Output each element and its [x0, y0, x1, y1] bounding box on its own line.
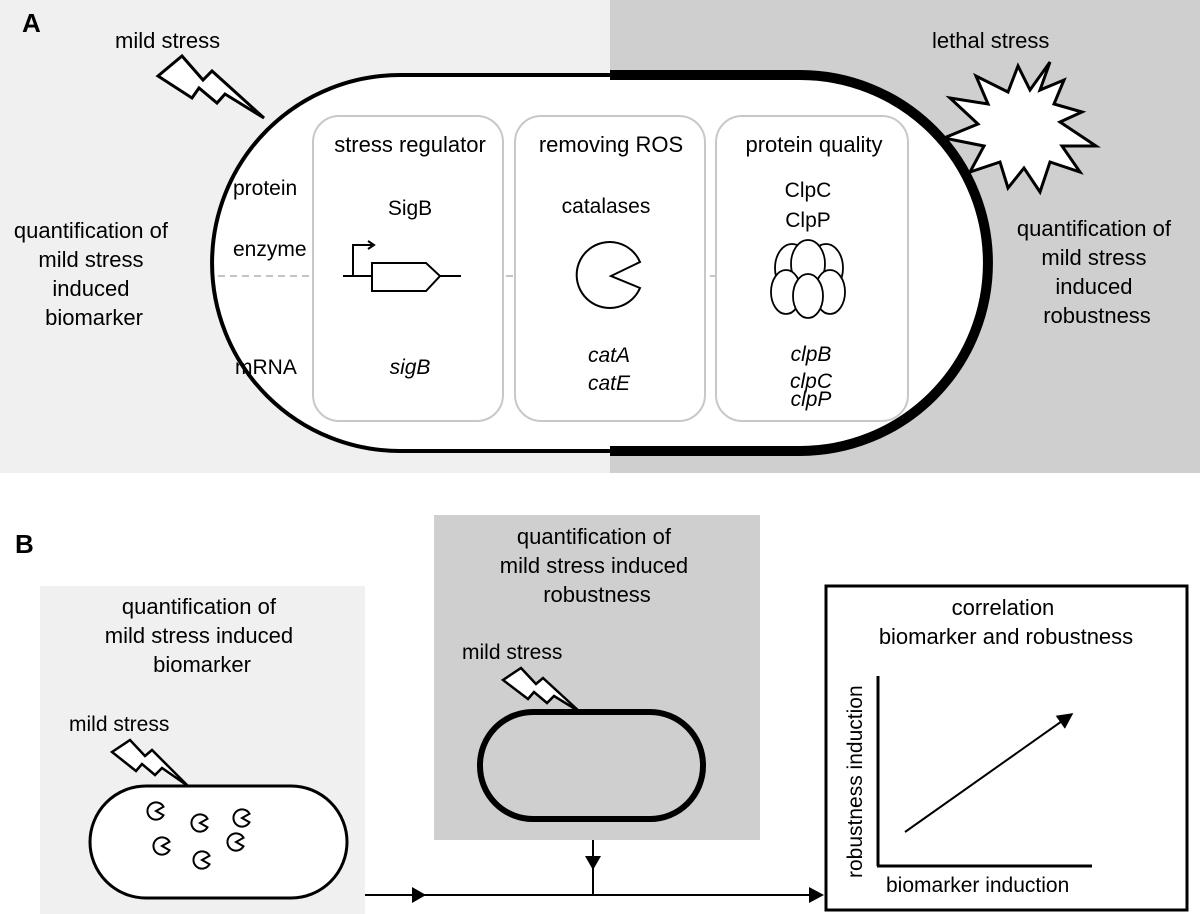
lightning-bolt-icon — [109, 738, 189, 788]
flow-arrow-head — [585, 856, 601, 870]
panel-a: A mild stress lethal stress quantificati… — [0, 0, 1200, 473]
svg-text:correlation biomarker: correlation biomarker and robustness — [879, 595, 1133, 649]
panel-a-letter: A — [22, 8, 41, 38]
x-axis-label: biomarker induction — [886, 874, 1069, 897]
biomarker-quantification-box: quantification of mild stress induced bi… — [40, 586, 365, 914]
svg-text:clpB: clpB — [791, 343, 832, 366]
flow-arrow-head — [412, 887, 426, 903]
robustness-quantification-box: quantification of mild stress induced ro… — [434, 515, 760, 840]
svg-text:protein quality: protein quality — [746, 132, 883, 157]
starburst-icon — [938, 61, 1101, 196]
svg-text:catA: catA — [588, 344, 630, 367]
svg-text:clpC: clpC — [790, 370, 833, 393]
right-caption: quantification of mild stress induced ro… — [1017, 216, 1177, 328]
category-box-protein-quality: protein quality ClpC ClpP clpB clpC clpP — [715, 115, 909, 422]
row-label-enzyme: enzyme — [233, 238, 307, 261]
svg-text:quantification of mild: quantification of mild stress induced ro… — [500, 524, 694, 607]
lightning-bolt-icon — [155, 53, 266, 120]
left-caption: quantification of mild stress induced bi… — [14, 218, 174, 330]
category-box-removing-ros: removing ROS catalases catA catE — [514, 115, 706, 422]
cell-with-biomarkers — [88, 784, 349, 900]
row-label-protein: protein — [233, 177, 297, 200]
svg-text:clpP: clpP — [791, 388, 832, 411]
y-axis-label: robustness induction — [844, 685, 867, 878]
svg-text:quantification of mild: quantification of mild stress induced bi… — [105, 594, 299, 677]
svg-text:stress regulator: stress regulator — [334, 132, 486, 157]
category-box-stress-regulator: stress regulator SigB sigB — [312, 115, 504, 422]
svg-text:ClpP: ClpP — [785, 209, 831, 232]
lightning-bolt-icon — [500, 666, 581, 714]
mild-stress-label: mild stress — [69, 713, 169, 736]
mild-stress-label: mild stress — [462, 641, 562, 664]
clp-protease-complex-icon — [770, 239, 846, 319]
svg-text:removing ROS: removing ROS — [539, 132, 683, 157]
catalase-enzyme-icon — [575, 241, 642, 309]
mild-stress-label: mild stress — [115, 28, 220, 53]
svg-text:SigB: SigB — [388, 197, 432, 220]
flow-arrow-head — [809, 887, 824, 903]
correlation-box: correlation biomarker and robustness bio… — [824, 584, 1189, 912]
svg-text:ClpC: ClpC — [785, 179, 832, 202]
trend-arrow — [904, 713, 1074, 833]
svg-text:catalases: catalases — [562, 195, 651, 218]
gene-promoter-icon — [343, 240, 461, 292]
robust-cell — [477, 709, 706, 822]
svg-text:sigB: sigB — [390, 356, 431, 379]
panel-b-letter: B — [15, 529, 34, 559]
panel-b: B quantification of mild stress induced … — [15, 515, 1189, 914]
row-label-mrna: mRNA — [235, 356, 297, 379]
svg-text:catE: catE — [588, 372, 631, 395]
lethal-stress-label: lethal stress — [932, 28, 1049, 53]
